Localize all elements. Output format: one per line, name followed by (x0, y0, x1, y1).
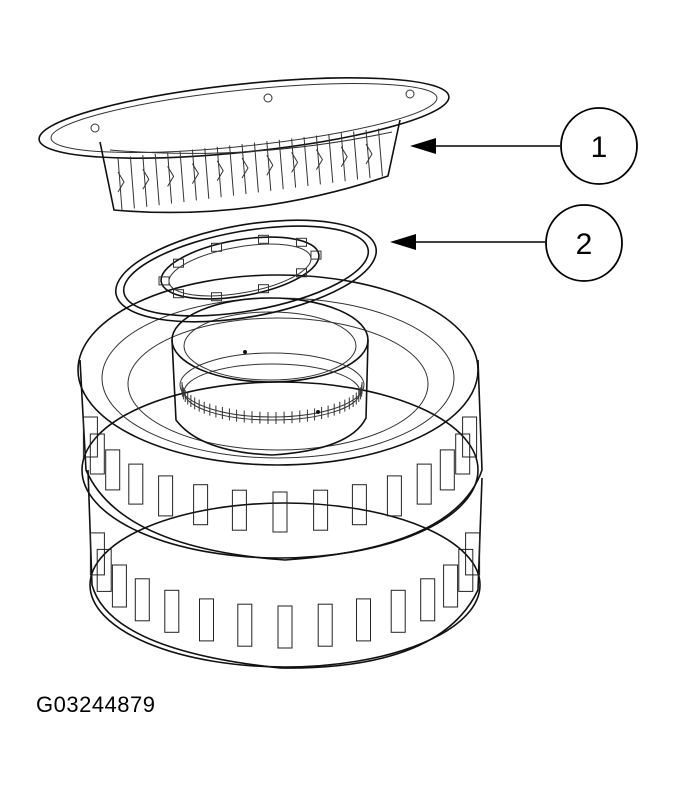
cover-rib-mark (291, 152, 299, 173)
ring-notch (258, 234, 269, 244)
drum-tooth (277, 605, 293, 649)
drum-tooth (231, 489, 247, 531)
drum-tooth (465, 532, 481, 576)
cover-rib (241, 143, 247, 195)
ring-notch (258, 284, 269, 294)
drum-teeth-lower (89, 532, 481, 649)
arrowhead-1 (410, 138, 436, 154)
ring-notches (158, 234, 322, 302)
drum-tooth (96, 548, 112, 592)
ring-notch (296, 268, 307, 278)
hub-spline (181, 382, 363, 424)
drum-tooth (351, 484, 367, 526)
cover-rib (229, 145, 235, 196)
ring-notch (296, 237, 307, 247)
drum-tooth (134, 578, 150, 622)
cover-rib (204, 148, 210, 199)
cover-rib (216, 146, 222, 198)
drum-tooth (237, 603, 253, 647)
cover-rib-mark (216, 160, 224, 182)
cover-rib (266, 141, 272, 191)
arrowhead-2 (390, 234, 416, 250)
cover-rib-mark (315, 149, 323, 170)
ring-notch (211, 242, 222, 252)
cover-rib (154, 153, 160, 206)
drum-tooth (199, 598, 214, 642)
cover-rib (278, 139, 284, 190)
cover-rib (167, 152, 173, 204)
cover-rib-mark (340, 146, 348, 168)
cover-ribs (117, 128, 383, 211)
callout-1: 1 (410, 107, 638, 185)
drum-tooth (390, 589, 406, 633)
drum-tooth (158, 475, 174, 517)
cover-rib-mark (117, 171, 125, 193)
drum-tooth (462, 416, 478, 458)
cover-rib-mark (266, 154, 274, 176)
drum-tooth (89, 433, 105, 475)
cover-rib-mark (365, 143, 373, 165)
ring-notch (158, 276, 170, 286)
cover-rib (179, 150, 185, 203)
drum-tooth (272, 491, 288, 533)
cover-rib (291, 138, 297, 188)
drum-tooth (416, 463, 432, 505)
ring-notch (310, 250, 322, 260)
cover-rib (377, 128, 383, 177)
ring-notch (173, 258, 184, 268)
cover-rib (353, 131, 359, 180)
drum-tooth (317, 603, 333, 647)
cover-rib (340, 132, 346, 182)
drum-tooth (193, 484, 209, 526)
cover-rib-mark (191, 163, 199, 184)
drum-tooth (386, 475, 402, 517)
piston-cover (38, 77, 450, 214)
seal-ring (114, 219, 378, 323)
cover-rib (328, 134, 334, 183)
drum-tooth (439, 449, 455, 491)
cover-rib (142, 155, 148, 207)
cover-rib-mark (142, 168, 150, 190)
cover-rib (365, 129, 371, 179)
drum-tooth (105, 449, 121, 491)
drum-tooth (128, 463, 144, 505)
drum-tooth (164, 589, 180, 633)
drum-tooth (356, 598, 371, 642)
callout-2: 2 (390, 204, 623, 282)
drum-tooth (111, 564, 127, 608)
callout-circle-1 (560, 107, 638, 185)
cover-rib (303, 136, 309, 187)
drum-tooth (313, 489, 329, 531)
drum-tooth (420, 578, 436, 622)
ring-notch (173, 289, 184, 299)
cover-rib-mark (167, 166, 175, 187)
cover-rib (315, 135, 321, 185)
figure-id-label: G03244879 (36, 692, 156, 717)
cover-rib (253, 142, 259, 193)
callout-number-2: 2 (576, 228, 593, 261)
callout-number-1: 1 (591, 131, 608, 164)
callout-circle-2 (545, 204, 623, 282)
ring-notch (211, 292, 222, 302)
cover-rib (191, 149, 197, 201)
cover-rib (117, 157, 123, 211)
drum-teeth-upper (82, 416, 478, 533)
clutch-drum-assembly (77, 274, 483, 669)
cover-rib (129, 156, 135, 209)
drum-tooth (443, 564, 459, 608)
cover-rib-mark (241, 157, 249, 179)
